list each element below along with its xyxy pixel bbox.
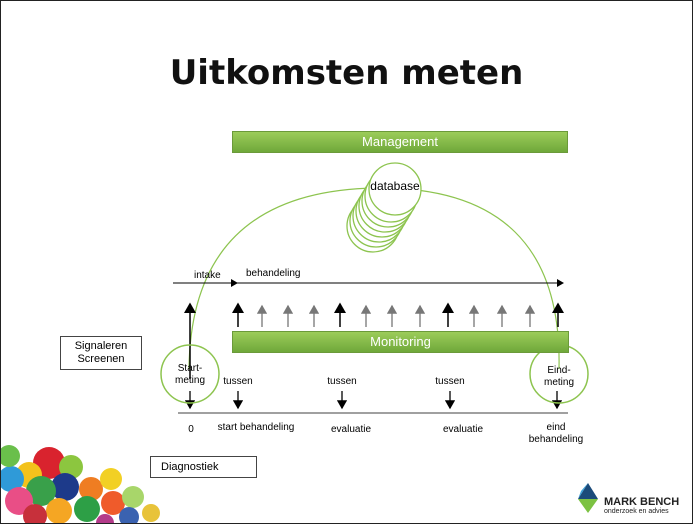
startmeting-line1: Start- (177, 363, 203, 374)
timeline-eind-behandeling: eind behandeling (521, 422, 591, 446)
logo-name: MARK BENCH (604, 496, 680, 508)
decorative-dots (1, 445, 160, 523)
timeline-zero: 0 (188, 424, 194, 435)
eindmeting-line2: meting (543, 377, 574, 388)
startmeting-circle (160, 344, 220, 404)
screenen-label: Screenen (77, 353, 125, 365)
timeline-evaluatie: evaluatie (442, 424, 484, 435)
intake-label: intake (194, 270, 221, 281)
timeline-start-behandeling: start behandeling (217, 422, 295, 433)
tussen-label: tussen (435, 376, 465, 387)
eindmeting-line1: Eind- (547, 365, 571, 376)
startmeting-line2: meting (174, 375, 205, 386)
database-stack (346, 162, 422, 253)
behandeling-label: behandeling (246, 268, 301, 279)
slide-title: Uitkomsten meten (169, 53, 524, 93)
monitoring-bar: Monitoring (232, 331, 569, 353)
eind-line1: eind (546, 422, 566, 433)
downward-arrows (184, 391, 563, 410)
eind-line2: behandeling (528, 434, 584, 445)
signaleren-label: Signaleren (74, 340, 128, 352)
eindmeting-label: Eind- meting (536, 365, 582, 389)
database-label: database (370, 179, 420, 193)
mark-bench-logo-icon (578, 483, 598, 513)
diagnostiek-box: Diagnostiek (150, 456, 257, 478)
tussen-label: tussen (223, 376, 253, 387)
logo-tagline: onderzoek en advies (604, 508, 669, 515)
management-bar: Management (232, 131, 568, 153)
signaleren-screenen-box: Signaleren Screenen (60, 336, 142, 370)
tussen-label: tussen (327, 376, 357, 387)
startmeting-label: Start- meting (167, 363, 213, 387)
upward-arrows (184, 302, 564, 379)
timeline-evaluatie: evaluatie (330, 424, 372, 435)
